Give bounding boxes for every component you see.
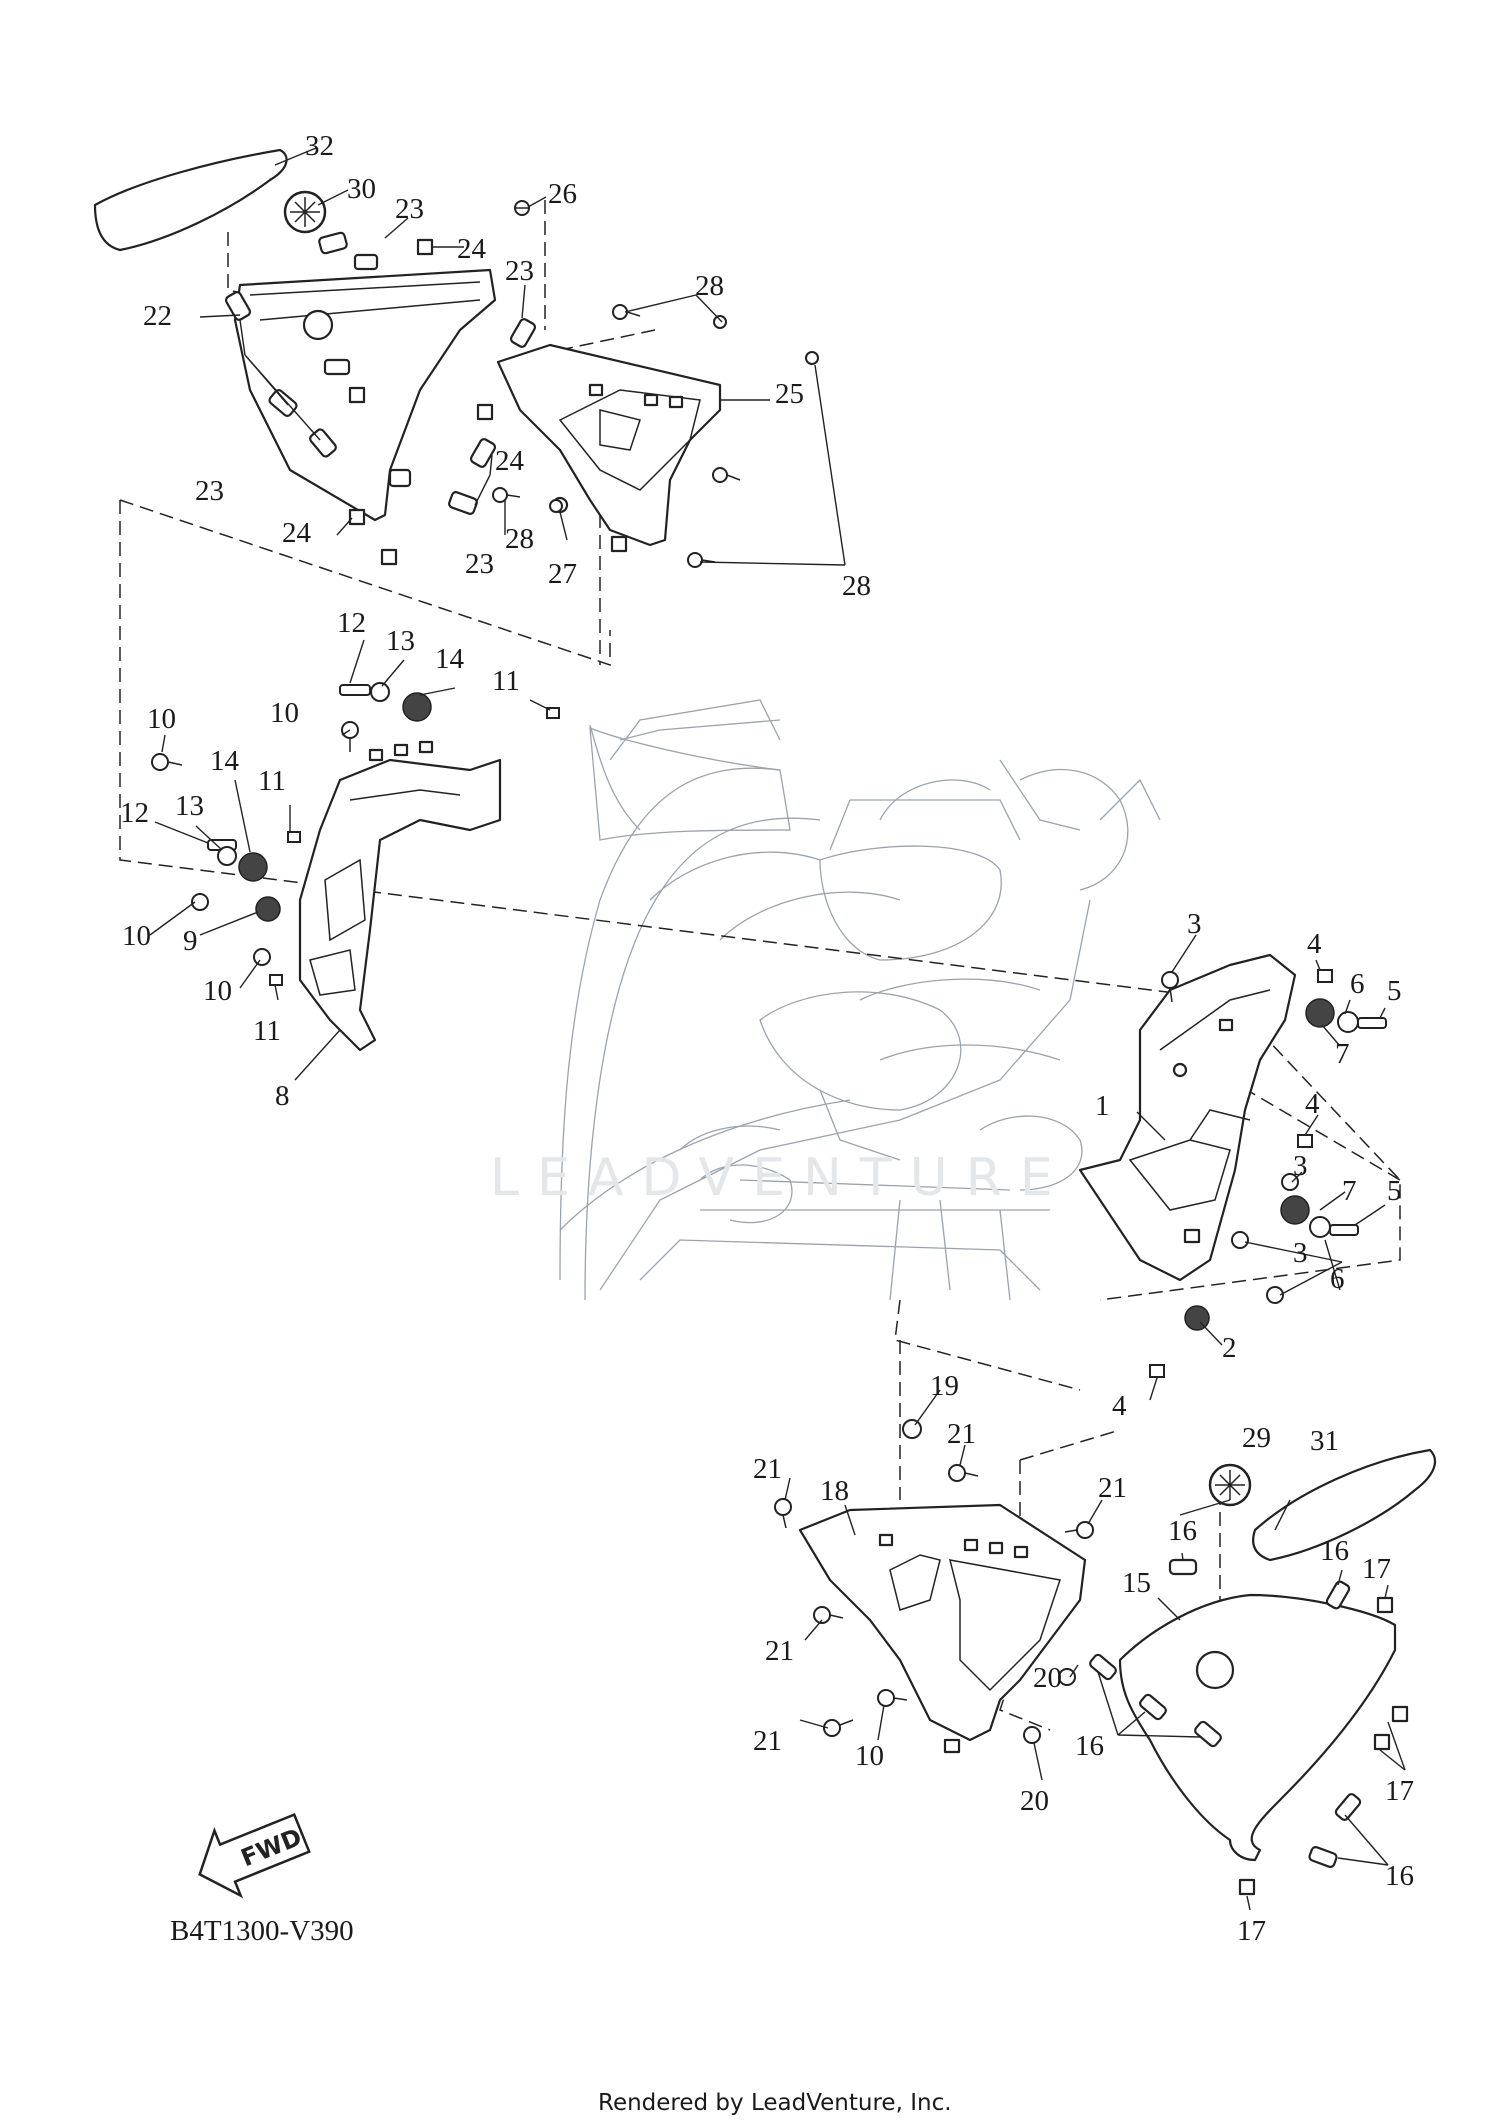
clips-17 (1238, 1596, 1409, 1896)
callout-18: 18 (820, 1475, 849, 1507)
callout-30: 30 (347, 173, 376, 205)
callout-17: 17 (1362, 1553, 1391, 1585)
fasteners-lower (774, 1419, 1094, 1744)
callout-17: 17 (1385, 1775, 1414, 1807)
callout-28: 28 (695, 270, 724, 302)
callout-13: 13 (386, 625, 415, 657)
callout-10: 10 (855, 1740, 884, 1772)
callout-11: 11 (253, 1015, 281, 1047)
callout-12: 12 (120, 797, 149, 829)
callout-31: 31 (1310, 1425, 1339, 1457)
callout-24: 24 (282, 517, 312, 549)
bracket-8 (298, 740, 502, 1052)
callout-25: 25 (775, 378, 804, 410)
bracket-1 (1078, 953, 1297, 1282)
callouts: 1 2 3 3 3 4 4 4 5 5 6 6 7 7 8 9 10 10 10… (120, 130, 1414, 1947)
fasteners-right (1149, 969, 1387, 1378)
diagram-code: B4T1300-V390 (170, 1915, 354, 1947)
callout-20: 20 (1033, 1662, 1062, 1694)
pad-32 (93, 148, 288, 252)
side-panel-15 (1118, 1593, 1397, 1862)
rendered-by-credit: Rendered by LeadVenture, Inc. (598, 2090, 952, 2116)
callout-14: 14 (435, 643, 465, 675)
callout-23: 23 (395, 193, 424, 225)
callout-4: 4 (1307, 928, 1322, 960)
callout-20: 20 (1020, 1785, 1049, 1817)
callout-8: 8 (275, 1080, 290, 1112)
callout-16: 16 (1385, 1860, 1414, 1892)
callout-21: 21 (765, 1635, 794, 1667)
pad-31 (1252, 1448, 1437, 1562)
fasteners-left (151, 682, 560, 986)
fasteners-upper (492, 200, 819, 568)
callout-21: 21 (947, 1418, 976, 1450)
callout-15: 15 (1122, 1567, 1151, 1599)
callout-6: 6 (1350, 968, 1365, 1000)
leader-lines (149, 147, 1406, 1911)
callout-17: 17 (1237, 1915, 1266, 1947)
callout-32: 32 (305, 130, 334, 162)
callout-4: 4 (1305, 1088, 1320, 1120)
callout-24: 24 (457, 233, 487, 265)
emblem-30 (283, 190, 327, 234)
watermark-text: LEADVENTURE (490, 1148, 1071, 1208)
callout-10: 10 (122, 920, 151, 952)
callout-3: 3 (1187, 908, 1202, 940)
callout-19: 19 (930, 1370, 959, 1402)
callout-16: 16 (1168, 1515, 1197, 1547)
fwd-arrow-icon: FWD (198, 1812, 311, 1899)
grommets-23 (224, 231, 537, 515)
callout-4: 4 (1112, 1390, 1127, 1422)
emblem-29 (1208, 1463, 1252, 1507)
callout-23: 23 (195, 475, 224, 507)
callout-5: 5 (1387, 1175, 1402, 1207)
callout-16: 16 (1320, 1535, 1349, 1567)
callout-24: 24 (495, 445, 525, 477)
callout-13: 13 (175, 790, 204, 822)
callout-23: 23 (505, 255, 534, 287)
callout-21: 21 (1098, 1472, 1127, 1504)
callout-7: 7 (1342, 1175, 1357, 1207)
callout-29: 29 (1242, 1422, 1271, 1454)
callout-12: 12 (337, 607, 366, 639)
motorcycle-outline (559, 699, 1161, 1301)
callout-14: 14 (210, 745, 240, 777)
callout-28: 28 (505, 523, 534, 555)
callout-7: 7 (1335, 1038, 1350, 1070)
callout-10: 10 (147, 703, 176, 735)
callout-21: 21 (753, 1725, 782, 1757)
callout-22: 22 (143, 300, 172, 332)
callout-2: 2 (1222, 1332, 1237, 1364)
callout-10: 10 (270, 697, 299, 729)
callout-21: 21 (753, 1453, 782, 1485)
callout-23: 23 (465, 548, 494, 580)
callout-3: 3 (1293, 1237, 1308, 1269)
callout-26: 26 (548, 178, 577, 210)
bracket-18 (798, 1503, 1087, 1754)
callout-10: 10 (203, 975, 232, 1007)
callout-16: 16 (1075, 1730, 1104, 1762)
callout-11: 11 (258, 765, 286, 797)
callout-6: 6 (1330, 1263, 1345, 1295)
callout-11: 11 (492, 665, 520, 697)
callout-3: 3 (1293, 1150, 1308, 1182)
callout-5: 5 (1387, 975, 1402, 1007)
callout-1: 1 (1095, 1090, 1110, 1122)
bracket-25 (496, 343, 722, 553)
callout-28: 28 (842, 570, 871, 602)
callout-9: 9 (183, 925, 198, 957)
clips-24 (348, 238, 494, 566)
callout-27: 27 (548, 558, 577, 590)
